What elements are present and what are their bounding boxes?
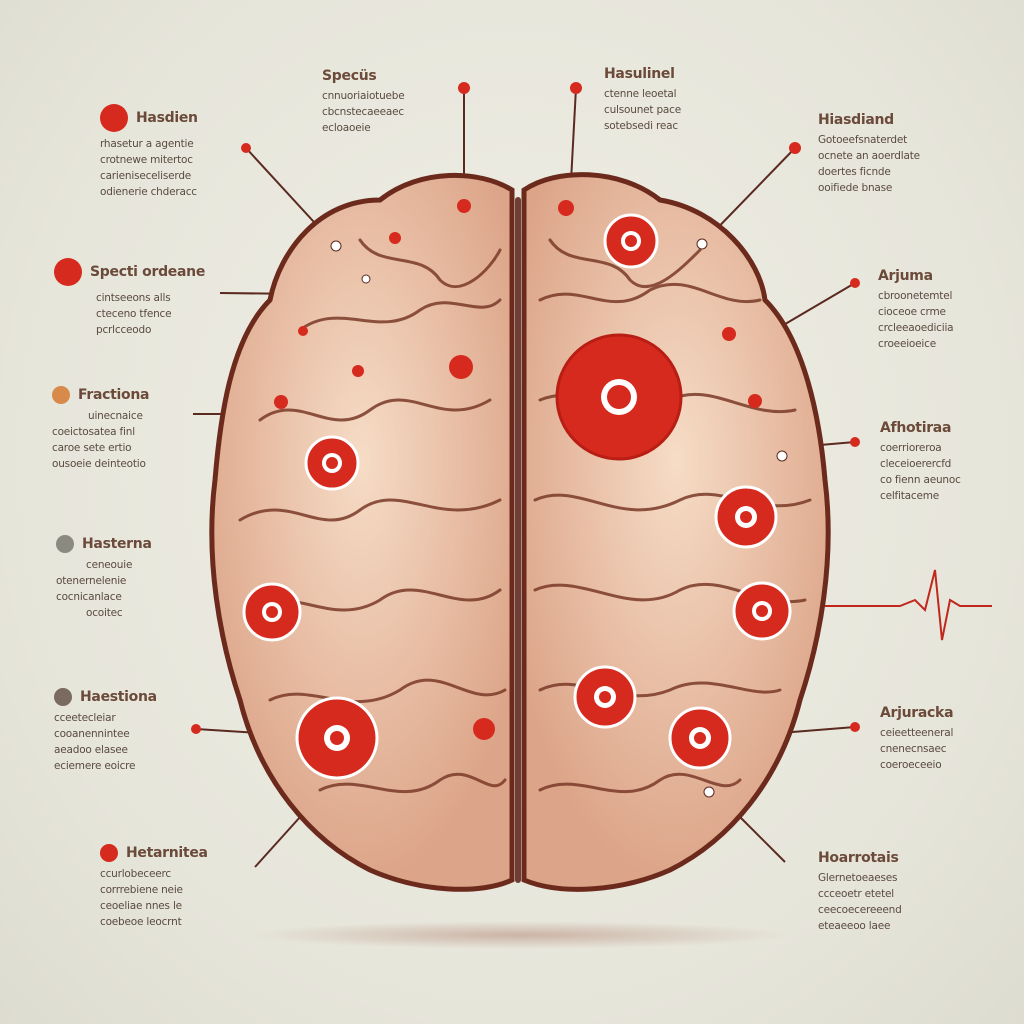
- callout-line: cocnicanlace: [56, 591, 122, 603]
- callout-top-right: Hasulinel ctenne leoetal culsounet pace so…: [604, 66, 681, 134]
- callout-right-3: Afhotiraa coerrioreroa cleceioerercfd co f…: [880, 420, 961, 504]
- callout-line: cnenecnsaec: [880, 743, 947, 755]
- callout-line: coerrioreroa: [880, 442, 942, 454]
- callout-right-5: Hoarrotais Glernetoeaeses ccceoetr etetel…: [818, 850, 902, 934]
- callout-line: ctenne leoetal: [604, 88, 677, 100]
- callout-line: crcleeaoediciia: [878, 322, 954, 334]
- callout-left-4: Hasterna ceneouie otenernelenie cocnicanla…: [56, 535, 152, 621]
- callout-title: Fractiona: [78, 387, 150, 403]
- gyri: [238, 197, 812, 883]
- callout-left-5: Haestiona cceetecleiar cooanennintee aeado…: [54, 688, 157, 774]
- marker-dot-icon: [52, 386, 70, 404]
- callout-top-left: Specüs cnnuoriaiotuebe cbcnstecaeeaec eclo…: [322, 68, 405, 136]
- callout-title: Specüs: [322, 68, 377, 84]
- callout-title: Specti ordeane: [90, 264, 206, 280]
- callout-line: cooanennintee: [54, 728, 130, 740]
- callout-line: croeeioeice: [878, 338, 936, 350]
- callout-line: ocnete an aoerdlate: [818, 150, 920, 162]
- callout-line: uinecnaice: [88, 410, 143, 422]
- callout-line: celfitaceme: [880, 490, 940, 502]
- callout-line: corrrebiene neie: [100, 884, 183, 896]
- callout-title: Hiasdiand: [818, 112, 894, 128]
- callout-line: cintseeons alls: [96, 292, 171, 304]
- callout-line: ousoeie deinteotio: [52, 458, 146, 470]
- callout-line: ecloaoeie: [322, 122, 371, 134]
- callout-line: cleceioerercfd: [880, 458, 952, 470]
- marker-dot-icon: [54, 258, 82, 286]
- callout-line: pcrlcceodo: [96, 324, 152, 336]
- callout-line: Glernetoeaeses: [818, 872, 898, 884]
- brain-shadow: [250, 921, 790, 949]
- callout-title: Arjuracka: [880, 705, 954, 721]
- callout-right-2: Arjuma cbroonetemtel cioceoe crme crcleeao…: [878, 268, 954, 352]
- lesion-markers: [242, 199, 792, 798]
- callout-line: crotnewe mitertoc: [100, 154, 193, 166]
- callout-line: ocoitec: [86, 607, 123, 619]
- callout-line: ceoeliae nnes le: [100, 900, 182, 912]
- callout-right-4: Arjuracka ceieetteeneral cnenecnsaec coero…: [880, 705, 954, 773]
- callout-line: ceneouie: [86, 559, 133, 571]
- callout-line: culsounet pace: [604, 104, 681, 116]
- callout-line-endpoints: [191, 82, 860, 734]
- callout-line: eteaeeoo laee: [818, 920, 891, 932]
- callout-line: ooifiede bnase: [818, 182, 893, 194]
- callout-title: Haestiona: [80, 689, 157, 705]
- callout-title: Afhotiraa: [880, 420, 952, 436]
- callout-line: ceecoecereeend: [818, 904, 902, 916]
- callout-line: otenernelenie: [56, 575, 127, 587]
- callout-title: Hasdien: [136, 110, 198, 126]
- callout-line: aeadoo elasee: [54, 744, 128, 756]
- callout-line: rhasetur a agentie: [100, 138, 194, 150]
- callout-line: odienerie chderacc: [100, 186, 197, 198]
- callout-line: co fienn aeunoc: [880, 474, 961, 486]
- callout-title: Arjuma: [878, 268, 933, 284]
- marker-dot-icon: [54, 688, 72, 706]
- callout-line: ccurlobeceerc: [100, 868, 171, 880]
- marker-dot-icon: [100, 844, 118, 862]
- callout-line: ccceoetr etetel: [818, 888, 894, 900]
- callout-right-1: Hiasdiand Gotoeefsnaterdet ocnete an aoer…: [818, 112, 920, 196]
- callout-title: Hasterna: [82, 536, 152, 552]
- callout-line: eciemere eoicre: [54, 760, 136, 772]
- callout-line: coeroeceeio: [880, 759, 942, 771]
- callout-line: cteceno tfence: [96, 308, 172, 320]
- left-hemisphere: [209, 172, 515, 892]
- callout-title: Hetarnitea: [126, 845, 208, 861]
- callout-line: cnnuoriaiotuebe: [322, 90, 405, 102]
- callout-left-1: Hasdien rhasetur a agentie crotnewe miter…: [100, 104, 198, 200]
- callout-line: cbroonetemtel: [878, 290, 953, 302]
- callout-title: Hoarrotais: [818, 850, 899, 866]
- callout-line: cbcnstecaeeaec: [322, 106, 404, 118]
- callout-line: sotebsedi reac: [604, 120, 678, 132]
- callout-line: Gotoeefsnaterdet: [818, 134, 908, 146]
- callout-line: caroe sete ertio: [52, 442, 132, 454]
- marker-dot-icon: [56, 535, 74, 553]
- callout-title: Hasulinel: [604, 66, 675, 82]
- callout-line: coebeoe leocrnt: [100, 916, 182, 928]
- callout-left-3: Fractiona uinecnaice coeictosatea finl car…: [52, 386, 149, 472]
- callout-line: coeictosatea finl: [52, 426, 135, 438]
- right-hemisphere: [521, 172, 831, 892]
- callout-left-6: Hetarnitea ccurlobeceerc corrrebiene neie…: [100, 844, 208, 930]
- callout-line: ceieetteeneral: [880, 727, 954, 739]
- callout-line: doertes ficnde: [818, 166, 891, 178]
- callout-left-2: Specti ordeane cintseeons alls cteceno tf…: [54, 258, 205, 338]
- callout-line: cioceoe crme: [878, 306, 946, 318]
- callout-line: cceetecleiar: [54, 712, 116, 724]
- callout-line: carieniseceliserde: [100, 170, 192, 182]
- marker-dot-icon: [100, 104, 128, 132]
